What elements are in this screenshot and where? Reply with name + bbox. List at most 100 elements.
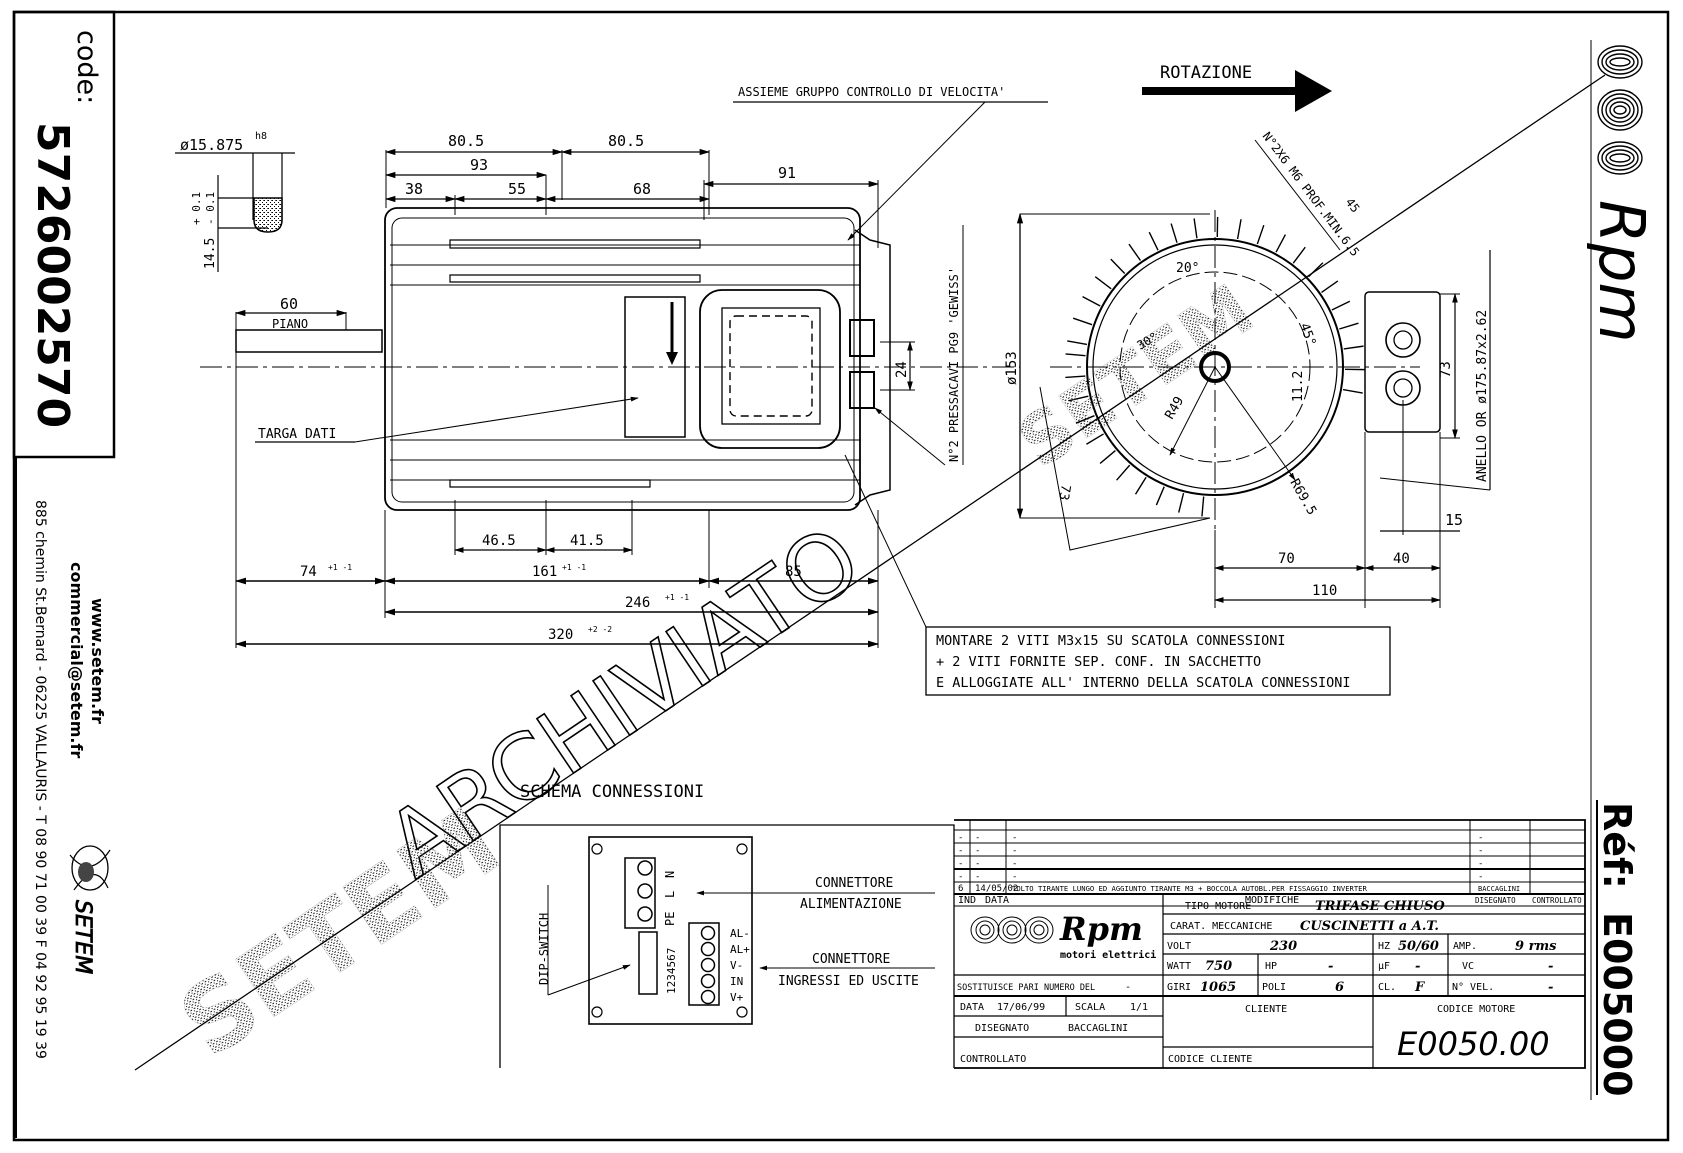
volt-value: 230	[1269, 939, 1297, 954]
watt-value: 750	[1205, 959, 1232, 974]
motor-side-view: 60 PIANO 80.5 80.5 93 38 55 68	[200, 85, 1048, 648]
cooling-fin	[1343, 345, 1364, 350]
holes-label: N°2X6 M6 PROF.MIN.6.5	[1260, 129, 1362, 259]
note-line-3: E ALLOGGIATE ALL' INTERNO DELLA SCATOLA …	[936, 675, 1351, 691]
flat-length: 60	[280, 295, 298, 313]
schema-title: SCHEMA CONNESSIONI	[520, 782, 704, 802]
assieme-label: ASSIEME GRUPPO CONTROLLO DI VELOCITA'	[738, 85, 1005, 99]
watt-label: WATT	[1167, 961, 1191, 972]
rotation-label: ROTAZIONE	[1160, 63, 1252, 83]
dim-320-tol: +2 -2	[588, 625, 612, 634]
data-value: 17/06/99	[997, 1002, 1045, 1013]
terminal-v-minus: V-	[730, 959, 743, 972]
revision-mod: -	[1012, 859, 1017, 869]
key-tol-minus: - 0.1	[204, 192, 217, 225]
revision-header-data: DATA	[985, 895, 1009, 906]
revision-data: -	[975, 859, 980, 869]
cl-label: CL.	[1378, 982, 1396, 993]
tipo-motore-value: TRIFASE CHIUSO	[1315, 899, 1445, 914]
cooling-fin	[1155, 486, 1165, 506]
terminal-v-plus: V+	[730, 991, 744, 1004]
diam-153: ø153	[1004, 351, 1020, 385]
nvel-label: N° VEL.	[1452, 982, 1494, 993]
dim-91: 91	[778, 164, 796, 182]
website-text: www.setem.fr	[88, 598, 107, 724]
setem-logo-icon	[69, 845, 111, 891]
amp-value: 9 rms	[1515, 939, 1557, 954]
revision-ind: -	[958, 859, 963, 869]
cooling-fin	[1082, 295, 1101, 307]
conn-power-label-1: CONNETTORE	[815, 876, 893, 891]
angle-20: 20°	[1176, 261, 1199, 276]
scala-value: 1/1	[1130, 1002, 1148, 1013]
key-dim: 14.5	[203, 238, 218, 269]
oring-label: ANELLO OR ø175.87x2.62	[1475, 310, 1490, 482]
title-block: Rpm motori elettrici TIPO MOTORE TRIFASE…	[954, 894, 1585, 1068]
uf-value: -	[1415, 959, 1420, 974]
dim-320: 320	[548, 627, 573, 643]
dim-161: 161	[532, 564, 557, 580]
nameplate	[624, 296, 686, 438]
cooling-fin	[1170, 223, 1178, 243]
shaft-diameter: ø15.875	[180, 136, 243, 154]
revision-header-contr: CONTROLLATO	[1532, 896, 1582, 905]
assembly-note: MONTARE 2 VITI M3x15 SU SCATOLA CONNESSI…	[844, 454, 1391, 696]
revision-ind: -	[958, 872, 963, 882]
email-text: commercial@setem.fr	[67, 562, 86, 758]
cooling-fin	[1134, 476, 1147, 495]
revision-ind: -	[958, 833, 963, 843]
cooling-fin	[1065, 353, 1086, 357]
revision-ind: -	[958, 846, 963, 856]
revision-dis: -	[1478, 846, 1483, 856]
rpm-coil-logo-icon	[1597, 45, 1643, 175]
revision-header-mod: MODIFICHE	[1245, 895, 1299, 906]
scala-label: SCALA	[1075, 1002, 1105, 1013]
sheet-border	[12, 10, 1670, 1142]
revision-dis: -	[1478, 833, 1483, 843]
controllato-label: CONTROLLATO	[960, 1054, 1026, 1065]
dim-246-tol: +1 -1	[665, 593, 689, 602]
dim-246: 246	[625, 595, 650, 611]
dim-161-tol: +1 -1	[562, 563, 586, 572]
dim-40: 40	[1393, 551, 1410, 567]
rpm-brand: Rpm	[1585, 200, 1658, 343]
dim-70: 70	[1278, 551, 1295, 567]
targa-dati-label: TARGA DATI	[258, 427, 336, 442]
carat-value: CUSCINETTI a A.T.	[1300, 919, 1439, 934]
ref-value: E005000	[1595, 912, 1639, 1097]
setem-logo-text: SETEM	[70, 900, 95, 974]
revision-header-dis: DISEGNATO	[1475, 896, 1516, 905]
dim-46-5: 46.5	[482, 533, 516, 549]
cooling-fin	[1148, 231, 1159, 251]
cooling-fin	[1110, 258, 1126, 274]
revision-data: -	[975, 846, 980, 856]
hz-value: 50/60	[1398, 939, 1439, 954]
revision-data: 14/05/02	[975, 884, 1018, 894]
hp-label: HP	[1265, 961, 1277, 972]
dim-15: 15	[1445, 511, 1463, 529]
terminal-pe: PE	[663, 912, 677, 926]
dim-85: 85	[785, 564, 802, 580]
revision-dis: -	[1478, 872, 1483, 882]
tipo-motore-label: TIPO MOTORE	[1185, 901, 1251, 912]
code-value: 5726002570	[27, 122, 78, 428]
conn-io-label-2: INGRESSI ED USCITE	[778, 974, 919, 989]
pressacavi-label: N°2 PRESSACAVI PG9 'GEWISS'	[947, 267, 961, 462]
cooling-fin	[1178, 492, 1185, 513]
cooling-fin	[1068, 395, 1089, 402]
cooling-fin	[1067, 340, 1088, 346]
terminal-n: N	[663, 871, 677, 878]
wiring-schema: SCHEMA CONNESSIONI N L PE 1234567 AL- AL…	[499, 782, 955, 1068]
code-box	[12, 10, 116, 459]
poli-label: POLI	[1262, 982, 1286, 993]
dim-110: 110	[1312, 583, 1337, 599]
amp-label: AMP.	[1453, 941, 1477, 952]
sostituisce-label: SOSTITUISCE PARI NUMERO DEL	[957, 983, 1095, 993]
revision-mod: -	[1012, 846, 1017, 856]
note-line-1: MONTARE 2 VITI M3x15 SU SCATOLA CONNESSI…	[936, 633, 1286, 649]
dim-80-5-right: 80.5	[608, 132, 644, 150]
conn-power-label-2: ALIMENTAZIONE	[800, 897, 902, 912]
dim-93: 93	[470, 156, 488, 174]
cooling-fin	[1331, 300, 1351, 311]
